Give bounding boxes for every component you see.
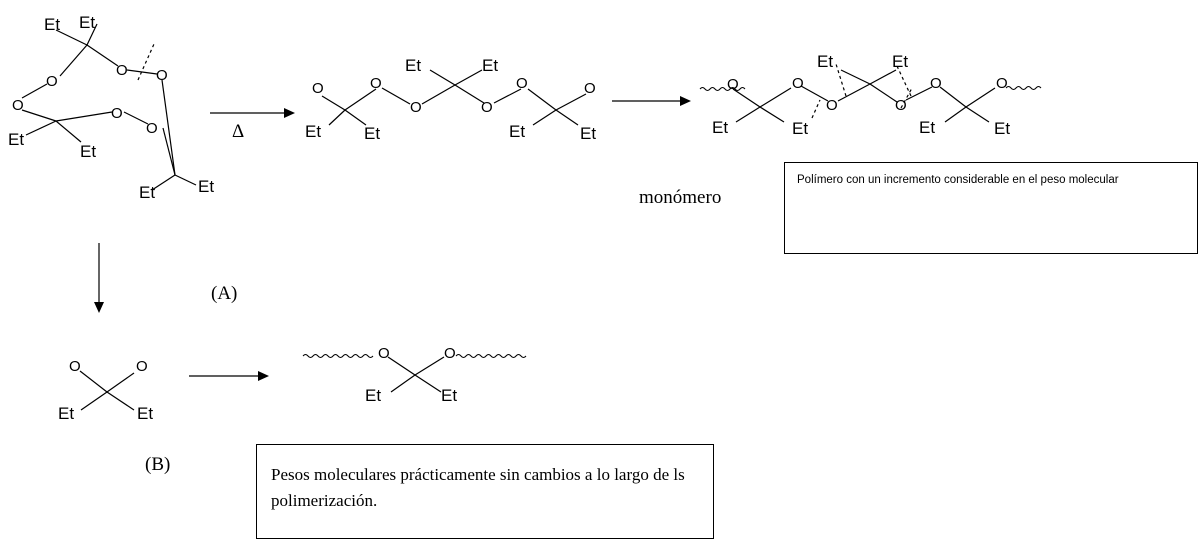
et-label: Et <box>792 119 808 138</box>
et-label: Et <box>405 56 421 75</box>
oxygen-label: O <box>370 75 382 92</box>
oxygen-label: O <box>410 99 422 116</box>
small-polymerization-arrow <box>189 371 269 381</box>
oxygen-label: O <box>46 73 58 90</box>
oxygen-label: O <box>156 67 168 84</box>
delta-symbol: Δ <box>232 121 244 142</box>
et-label: Et <box>79 13 95 32</box>
label-b: (B) <box>145 454 170 475</box>
oxygen-label: O <box>69 358 81 375</box>
et-label: Et <box>994 119 1010 138</box>
et-label: Et <box>58 404 74 423</box>
polymer-note-box: Polímero con un incremento considerable … <box>784 162 1198 254</box>
heat-arrow: Δ <box>210 108 295 142</box>
oxygen-label: O <box>116 62 128 79</box>
et-label: Et <box>441 386 457 405</box>
oxygen-label: O <box>895 97 907 114</box>
oxygen-label: O <box>826 97 838 114</box>
et-label: Et <box>305 122 321 141</box>
et-label: Et <box>482 56 498 75</box>
open-diradical: O O O O O O Et Et Et Et Et Et <box>305 56 596 143</box>
et-label: Et <box>139 183 155 202</box>
oxygen-label: O <box>584 80 596 97</box>
small-diradical: O O Et Et <box>58 358 153 423</box>
oxygen-label: O <box>146 120 158 137</box>
oxygen-label: O <box>792 75 804 92</box>
molecular-weight-note-text: Pesos moleculares prácticamente sin camb… <box>271 465 685 510</box>
et-label: Et <box>365 386 381 405</box>
oxygen-label: O <box>727 76 739 93</box>
et-label: Et <box>509 122 525 141</box>
polymerization-arrow <box>612 96 691 106</box>
label-a: (A) <box>211 283 237 304</box>
et-label: Et <box>8 130 24 149</box>
oxygen-label: O <box>111 105 123 122</box>
small-polymer-chain: O O Et Et <box>302 345 527 405</box>
polymer-note-text: Polímero con un incremento considerable … <box>797 174 1119 186</box>
oxygen-label: O <box>481 99 493 116</box>
oxygen-label: O <box>444 345 456 362</box>
decomposition-arrow <box>94 243 104 313</box>
cyclic-triperoxide: Et Et O O O O O O Et Et Et Et <box>8 13 214 202</box>
et-label: Et <box>580 124 596 143</box>
et-label: Et <box>137 404 153 423</box>
et-label: Et <box>80 142 96 161</box>
oxygen-label: O <box>516 75 528 92</box>
oxygen-label: O <box>136 358 148 375</box>
oxygen-label: O <box>996 75 1008 92</box>
oxygen-label: O <box>12 97 24 114</box>
et-label: Et <box>198 177 214 196</box>
monomer-label: monómero <box>639 187 721 208</box>
oxygen-label: O <box>378 345 390 362</box>
et-label: Et <box>817 52 833 71</box>
molecular-weight-note-box: Pesos moleculares prácticamente sin camb… <box>256 444 714 539</box>
et-label: Et <box>364 124 380 143</box>
polymer-chain: O O O O O O Et Et Et Et Et Et <box>699 52 1042 138</box>
et-label: Et <box>892 52 908 71</box>
et-label: Et <box>712 118 728 137</box>
oxygen-label: O <box>930 75 942 92</box>
oxygen-label: O <box>312 80 324 97</box>
et-label: Et <box>919 118 935 137</box>
et-label: Et <box>44 15 60 34</box>
